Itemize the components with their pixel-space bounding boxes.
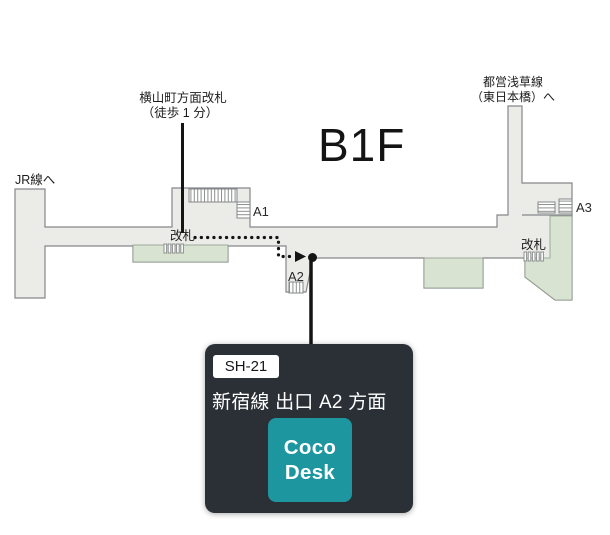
yokoyama-gate-label-line1: 横山町方面改札: [139, 90, 227, 105]
cocodesk-logo-line2: Desk: [284, 461, 336, 484]
platform-zone-right: [524, 215, 573, 301]
a1-stairs-lower: [236, 201, 251, 219]
gate-label-right: 改札: [521, 238, 546, 252]
a1-stairs-upper: [188, 188, 238, 203]
a2-stairs: [288, 281, 304, 294]
platform-zone-middle: [423, 257, 484, 289]
cocodesk-card: SH-21 新宿線 出口 A2 方面 Coco Desk: [205, 344, 413, 513]
asakusa-line-label-line2: （東日本橋）へ: [471, 90, 555, 104]
walking-route-dots: [193, 235, 294, 259]
yokoyama-gate-label-line2: （徒歩 1 分）: [142, 105, 218, 120]
floorplan-svg: JR線へ 横山町方面改札 （徒歩 1 分） B1F 都営浅草線 （東日本橋）へ …: [14, 74, 592, 347]
station-code-badge: SH-21: [213, 355, 279, 378]
exit-a2-label: A2: [288, 269, 304, 284]
ticket-gates-right: [523, 251, 544, 262]
gate-label-left: 改札: [170, 229, 195, 243]
jr-line-label: JR線へ: [15, 172, 55, 187]
card-title: 新宿線 出口 A2 方面: [212, 392, 387, 413]
a3-stairs-right: [558, 198, 573, 214]
exit-a1-label: A1: [253, 204, 269, 219]
ticket-gates-left: [163, 243, 184, 254]
route-arrow-icon: [295, 251, 306, 262]
location-dot-icon: [308, 253, 317, 262]
a3-stairs-left: [537, 201, 556, 214]
floor-label: B1F: [318, 119, 405, 171]
exit-a3-label: A3: [576, 200, 592, 215]
asakusa-line-label-line1: 都営浅草線: [483, 74, 543, 89]
cocodesk-logo-line1: Coco: [283, 436, 337, 459]
cocodesk-logo: Coco Desk: [268, 418, 352, 502]
